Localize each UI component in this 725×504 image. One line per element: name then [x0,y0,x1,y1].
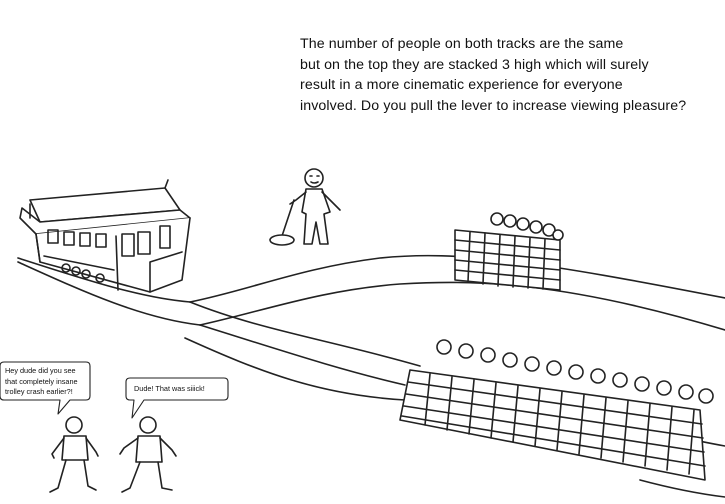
lever-operator-figure [269,168,341,246]
bubble-line: that completely insane [5,376,78,386]
speech-bubble-right-text: Dude! That was siiick! [134,384,205,395]
bubble-line: Hey dude did you see [5,366,76,375]
bystander-left-figure [49,416,99,493]
meme-caption: The number of people on both tracks are … [300,34,710,116]
upper-track [189,254,725,331]
bubble-line: Dude! That was siiick! [134,384,205,393]
caption-line: The number of people on both tracks are … [300,36,624,52]
caption-line: but on the top they are stacked 3 high w… [300,56,649,73]
caption-line: result in a more cinematic experience fo… [300,77,623,93]
speech-bubble-right [125,377,229,419]
speech-bubble-left-text: Hey dude did you see that completely ins… [5,366,78,398]
trolley-icon [19,179,191,293]
caption-line: involved. Do you pull the lever to incre… [300,97,687,114]
main-track [17,257,201,326]
lower-track [184,301,725,498]
stacked-people-top-track [454,212,564,291]
lying-people-lower-track [399,339,714,481]
bystander-right-figure [119,416,177,493]
speech-bubble-left [0,361,91,415]
bubble-line: trolley crash earlier?! [5,387,73,396]
